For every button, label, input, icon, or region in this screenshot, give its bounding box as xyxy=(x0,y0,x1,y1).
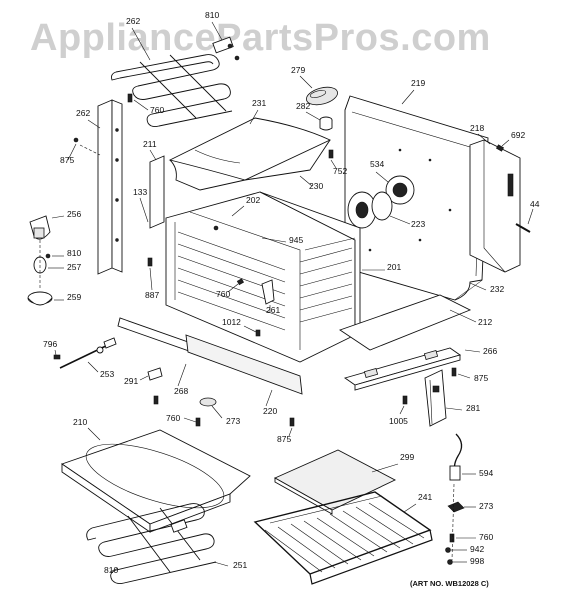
rack-wires xyxy=(264,502,425,573)
callout-945: 945 xyxy=(289,235,303,245)
callout-210: 210 xyxy=(73,417,87,427)
callout-299: 299 xyxy=(400,452,414,462)
callout-1012: 1012 xyxy=(222,317,241,327)
rack-supports-left xyxy=(177,231,286,331)
callout-268: 268 xyxy=(174,386,188,396)
bake-element-251 xyxy=(86,503,229,585)
rack-supports-right xyxy=(299,247,353,323)
top-insulation xyxy=(168,109,332,191)
callout-534: 534 xyxy=(370,159,384,169)
callout-259: 259 xyxy=(67,292,81,302)
callout-261: 261 xyxy=(266,305,280,315)
small-hardware xyxy=(445,483,476,565)
screw-1005 xyxy=(399,395,408,415)
callout-273: 273 xyxy=(479,501,493,511)
callout-231: 231 xyxy=(252,98,266,108)
callout-887: 887 xyxy=(145,290,159,300)
callout-212: 212 xyxy=(478,317,492,327)
callout-875: 875 xyxy=(474,373,488,383)
screw-887 xyxy=(147,257,153,291)
oven-rack-241 xyxy=(253,491,433,585)
callout-875: 875 xyxy=(60,155,74,165)
light-cover-273 xyxy=(447,501,476,513)
sensor-probe-253 xyxy=(59,337,117,373)
callout-262: 262 xyxy=(126,16,140,26)
callout-692: 692 xyxy=(511,130,525,140)
callout-810: 810 xyxy=(104,565,118,575)
callout-262: 262 xyxy=(76,108,90,118)
callout-810: 810 xyxy=(67,248,81,258)
callout-875: 875 xyxy=(277,434,291,444)
outer-back-cover-218 xyxy=(469,133,521,273)
left-side-frame xyxy=(67,99,123,275)
callout-796: 796 xyxy=(43,339,57,349)
callout-279: 279 xyxy=(291,65,305,75)
callout-44: 44 xyxy=(530,199,540,209)
door-latch-281 xyxy=(424,369,463,427)
light-socket-594 xyxy=(449,433,476,481)
broil-element-top xyxy=(111,21,240,128)
callout-251: 251 xyxy=(233,560,247,570)
callout-202: 202 xyxy=(246,195,260,205)
bottom-panel-212 xyxy=(338,294,477,351)
callout-282: 282 xyxy=(296,101,310,111)
site-watermark: AppliancePartsPros.com xyxy=(30,17,491,59)
callout-201: 201 xyxy=(387,262,401,272)
bracket-211 xyxy=(149,149,165,229)
clip-291 xyxy=(139,367,163,381)
callout-760: 760 xyxy=(150,105,164,115)
screw-1012 xyxy=(243,325,261,337)
bearing-282 xyxy=(305,111,333,131)
callout-257: 257 xyxy=(67,262,81,272)
broil-pan-299 xyxy=(273,449,399,515)
screw-760-mid xyxy=(227,278,245,293)
callout-232: 232 xyxy=(490,284,504,294)
callout-133: 133 xyxy=(133,187,147,197)
callout-219: 219 xyxy=(411,78,425,88)
callout-760: 760 xyxy=(216,289,230,299)
callout-218: 218 xyxy=(470,123,484,133)
screw-692 xyxy=(495,139,510,152)
oven-light-assembly xyxy=(27,215,65,306)
callout-291: 291 xyxy=(124,376,138,386)
callout-241: 241 xyxy=(418,492,432,502)
screw-796 xyxy=(53,349,61,360)
screw-760-lower xyxy=(153,395,201,427)
art-number: (ART NO. WB12028 C) xyxy=(410,579,489,588)
callout-253: 253 xyxy=(100,369,114,379)
callout-810: 810 xyxy=(205,10,219,20)
bracket-261 xyxy=(261,279,275,312)
callout-998: 998 xyxy=(470,556,484,566)
pin-44 xyxy=(515,208,534,233)
callout-942: 942 xyxy=(470,544,484,554)
convection-fan-223 xyxy=(347,191,411,229)
callout-211: 211 xyxy=(143,139,157,149)
door-lock-knob-279 xyxy=(299,75,338,106)
screw-760-top xyxy=(127,93,149,111)
callout-760: 760 xyxy=(166,413,180,423)
callout-594: 594 xyxy=(479,468,493,478)
callout-230: 230 xyxy=(309,181,323,191)
support-bracket-266 xyxy=(343,347,481,391)
callout-273: 273 xyxy=(226,416,240,426)
callout-256: 256 xyxy=(67,209,81,219)
callout-760: 760 xyxy=(479,532,493,542)
callout-266: 266 xyxy=(483,346,497,356)
screw-875-lower xyxy=(288,417,295,437)
callout-1005: 1005 xyxy=(389,416,408,426)
front-trim-268 xyxy=(117,317,303,407)
callout-281: 281 xyxy=(466,403,480,413)
cap-273-lower xyxy=(199,397,223,419)
screw-752 xyxy=(328,149,337,169)
oven-bottom-210 xyxy=(61,427,251,533)
callout-labels: 262 810 760 231 279 282 219 218 692 262 875 211 752 5… xyxy=(43,10,540,575)
callout-220: 220 xyxy=(263,406,277,416)
callout-752: 752 xyxy=(333,166,347,176)
rear-wrap-232 xyxy=(454,279,487,301)
screw-875-right xyxy=(451,367,471,379)
callout-223: 223 xyxy=(411,219,425,229)
